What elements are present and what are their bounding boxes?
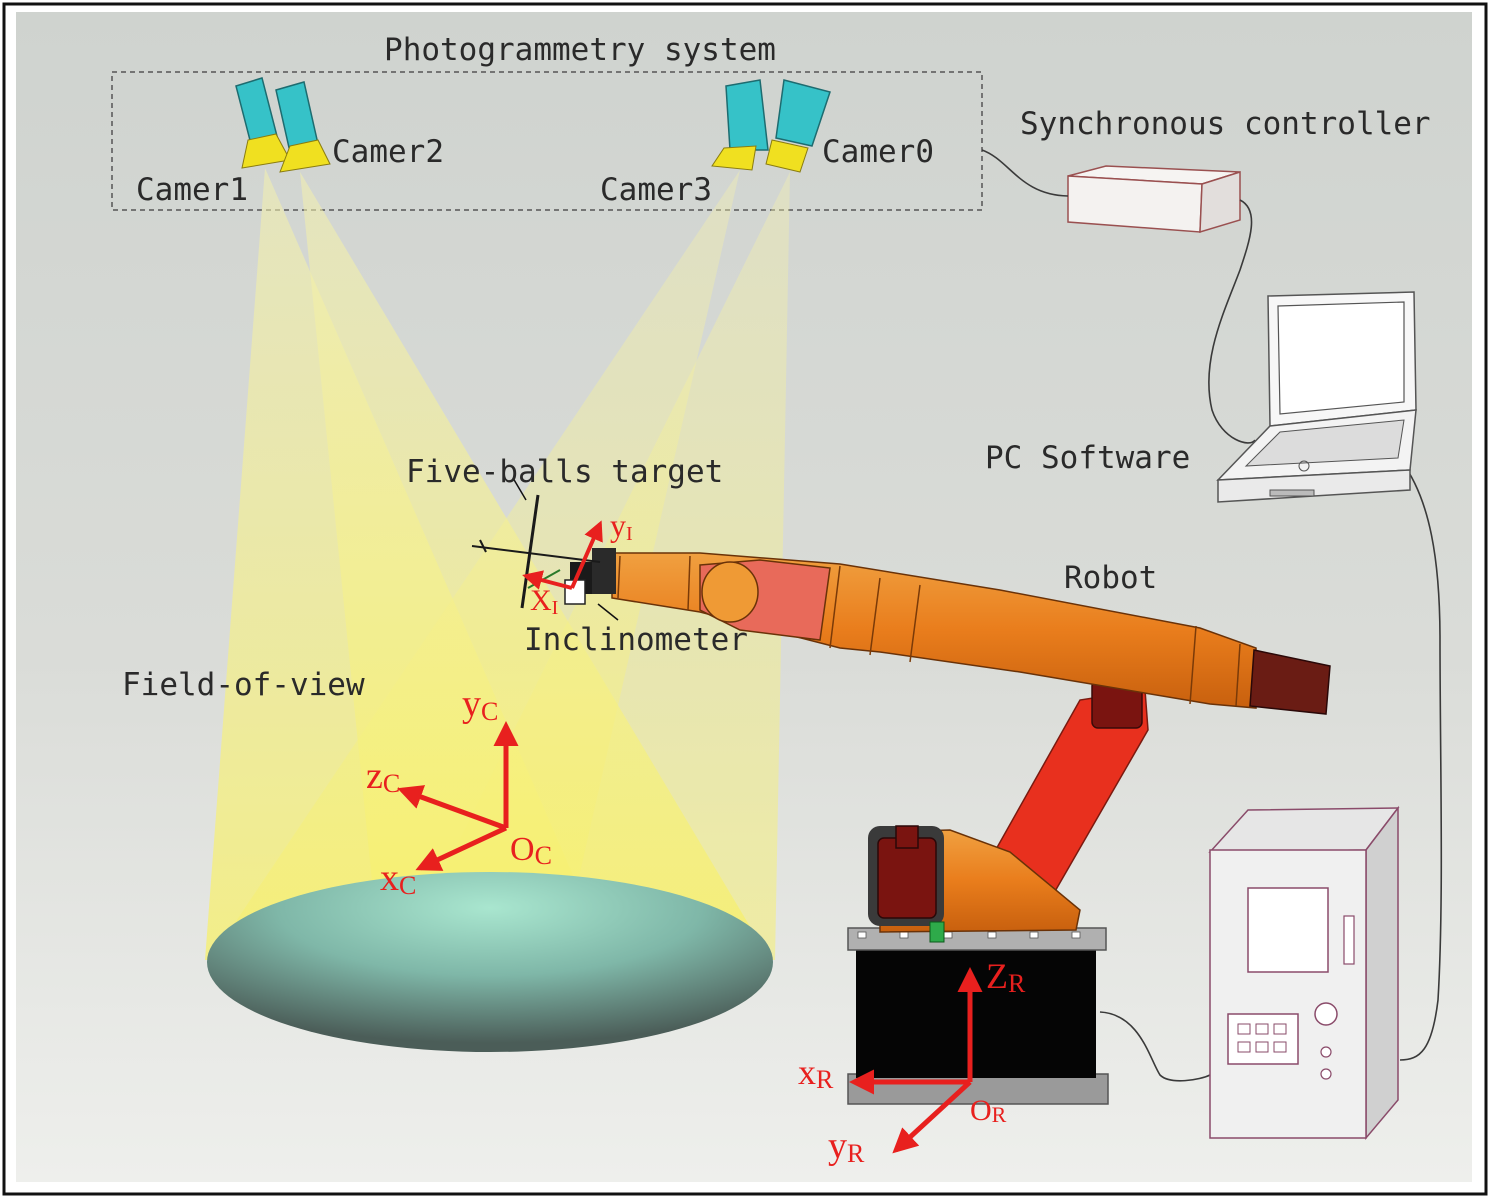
control-cabinet-icon xyxy=(1208,805,1400,1141)
camera-z-axis-label: zC xyxy=(366,755,400,798)
robot-base xyxy=(847,927,1109,1105)
inclinometer-y-axis-label: yI xyxy=(610,507,633,545)
camera3-icon xyxy=(711,79,769,171)
inclinometer-label: Inclinometer xyxy=(524,622,748,658)
pointer-lines xyxy=(512,477,619,621)
camera-y-axis-label: yC xyxy=(462,683,498,726)
camera-x-axis-label: xC xyxy=(380,857,416,900)
robot-label: Robot xyxy=(1064,560,1157,596)
robot-x-axis-label: xR xyxy=(798,1052,834,1094)
synchronous-controller-box xyxy=(1067,165,1241,234)
synchronous-controller-label: Synchronous controller xyxy=(1020,106,1431,142)
camera0-label: Camer0 xyxy=(822,134,934,170)
robot-shoulder xyxy=(868,825,1081,943)
camera-axes xyxy=(397,721,519,871)
robot-upper-arm xyxy=(611,552,1331,715)
field-of-view-area xyxy=(207,872,773,1052)
photogrammetry-box xyxy=(111,71,983,211)
camera1-label: Camer1 xyxy=(136,172,248,208)
inclinometer-axes xyxy=(522,520,603,590)
camera0-icon xyxy=(765,79,831,173)
pc-software-label: PC Software xyxy=(985,440,1190,476)
camera2-label: Camer2 xyxy=(332,134,444,170)
camera2-icon xyxy=(275,81,331,173)
camera-origin-label: OC xyxy=(510,831,552,870)
laptop-icon xyxy=(1216,291,1417,503)
five-balls-target-label: Five-balls target xyxy=(406,454,723,490)
robot-y-axis-label: yR xyxy=(828,1125,865,1168)
photogrammetry-label: Photogrammetry system xyxy=(384,32,776,68)
cables xyxy=(981,149,1443,1082)
field-of-view-label: Field-of-view xyxy=(122,667,365,703)
inclinometer-x-axis-label: XI xyxy=(530,584,558,619)
robot-axes xyxy=(849,967,983,1154)
camera3-label: Camer3 xyxy=(600,172,712,208)
robot-origin-label: OR xyxy=(970,1094,1007,1127)
robot-z-axis-label: ZR xyxy=(986,956,1026,998)
camera1-icon xyxy=(235,77,291,169)
